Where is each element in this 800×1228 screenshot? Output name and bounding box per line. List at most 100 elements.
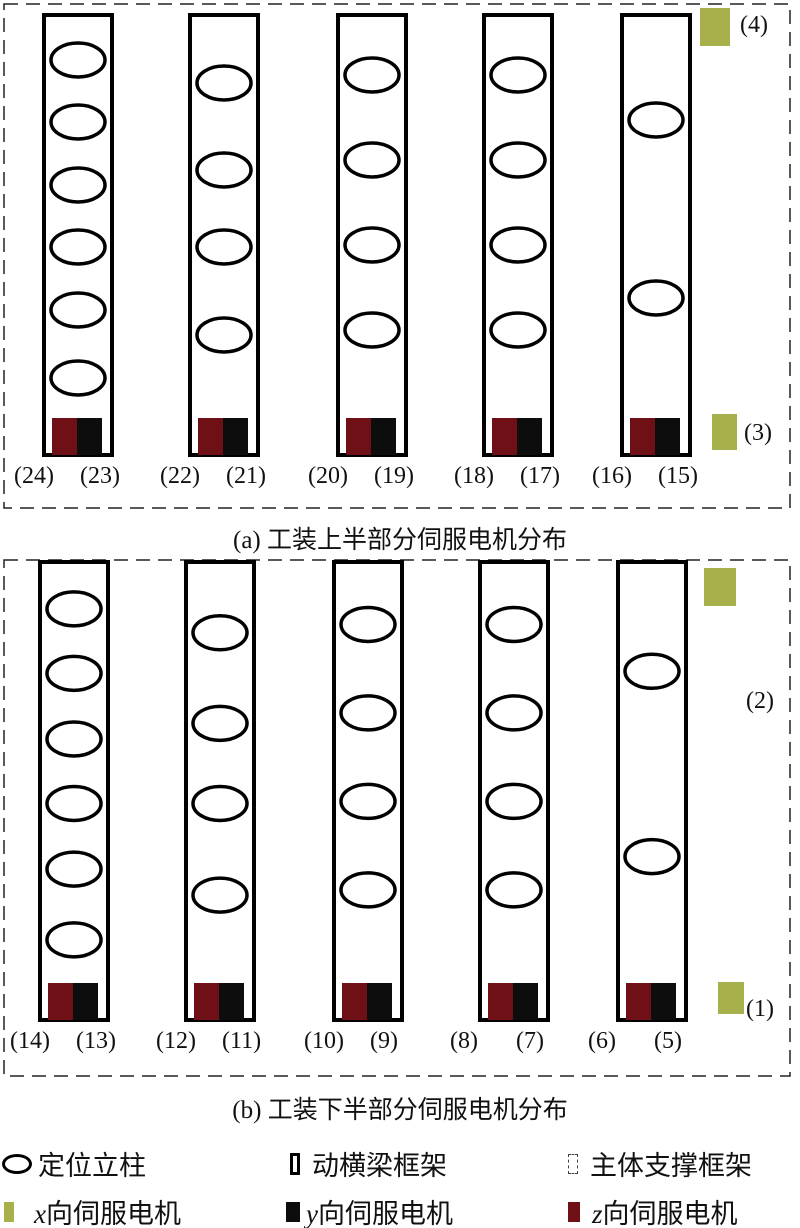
z-axis-label: z xyxy=(592,1199,603,1228)
positioning-column xyxy=(49,166,107,204)
positioning-column xyxy=(339,605,397,644)
x-motor-label: (4) xyxy=(740,12,768,38)
x-axis-label: x xyxy=(34,1199,46,1228)
x-motor-swatch xyxy=(4,1201,14,1222)
caption-a: (a) 工装上半部分伺服电机分布 xyxy=(233,527,567,554)
positioning-column xyxy=(627,101,685,139)
y-axis-label: y xyxy=(306,1199,318,1228)
z-motor xyxy=(342,983,367,1020)
positioning-column xyxy=(49,41,107,79)
z-motor xyxy=(626,983,651,1020)
y-motor xyxy=(367,983,392,1020)
positioning-column xyxy=(343,311,401,349)
positioning-column xyxy=(623,652,681,691)
z-motor xyxy=(198,418,223,455)
y-motor-label: (5) xyxy=(654,1028,682,1054)
positioning-column xyxy=(489,56,547,94)
positioning-column xyxy=(45,590,103,628)
positioning-column xyxy=(339,782,397,821)
z-motor xyxy=(492,418,517,455)
positioning-column xyxy=(45,921,103,959)
positioning-column xyxy=(45,850,103,888)
dashed-frame-icon xyxy=(568,1153,578,1174)
y-motor-label: (21) xyxy=(226,463,266,489)
positioning-column xyxy=(195,151,253,189)
x-motor xyxy=(704,568,736,606)
z-motor-label: (8) xyxy=(450,1028,478,1054)
positioning-column xyxy=(195,64,253,102)
legend-z-motor: z向伺服电机 xyxy=(568,1192,738,1228)
positioning-column xyxy=(489,226,547,264)
legend-beam: 动横梁框架 xyxy=(290,1144,447,1183)
beam-frame xyxy=(38,560,110,1022)
positioning-column xyxy=(45,720,103,758)
y-motor xyxy=(223,418,248,455)
positioning-column xyxy=(45,784,103,823)
legend-support: 主体支撑框架 xyxy=(568,1144,752,1183)
beam-frame xyxy=(616,560,688,1022)
legend-beam-label: 动横梁框架 xyxy=(312,1151,447,1181)
z-motor xyxy=(194,983,219,1020)
positioning-column xyxy=(489,141,547,179)
positioning-column xyxy=(343,56,401,94)
z-motor-label: (12) xyxy=(156,1028,196,1054)
positioning-column xyxy=(623,837,681,876)
z-motor-label: (24) xyxy=(14,463,54,489)
z-motor-label: 向伺服电机 xyxy=(602,1199,738,1228)
legend-column: 定位立柱 xyxy=(2,1144,146,1183)
y-motor xyxy=(517,418,542,455)
positioning-column xyxy=(485,694,543,732)
positioning-column xyxy=(45,654,103,693)
z-motor-label: (16) xyxy=(592,463,632,489)
frame-icon xyxy=(290,1152,300,1175)
legend-y-motor: y向伺服电机 xyxy=(286,1192,453,1228)
positioning-column xyxy=(339,694,397,732)
z-motor-label: (10) xyxy=(304,1028,344,1054)
z-motor xyxy=(630,418,655,455)
legend-support-label: 主体支撑框架 xyxy=(590,1151,752,1181)
positioning-column xyxy=(343,226,401,264)
y-motor xyxy=(73,983,98,1020)
positioning-column xyxy=(191,876,249,914)
z-motor-label: (22) xyxy=(160,463,200,489)
positioning-column xyxy=(191,614,249,652)
y-motor-label: 向伺服电机 xyxy=(317,1199,453,1228)
y-motor-label: (19) xyxy=(374,463,414,489)
x-motor-label: (1) xyxy=(746,996,774,1022)
y-motor-swatch xyxy=(286,1201,300,1222)
positioning-column xyxy=(485,605,543,644)
positioning-column xyxy=(485,871,543,909)
z-motor xyxy=(48,983,73,1020)
y-motor xyxy=(371,418,396,455)
y-motor-label: (17) xyxy=(520,463,560,489)
positioning-column xyxy=(195,316,253,354)
y-motor-label: (9) xyxy=(370,1028,398,1054)
caption-b: (b) 工装下半部分伺服电机分布 xyxy=(232,1097,568,1124)
x-motor-label: (2) xyxy=(746,688,774,714)
y-motor xyxy=(513,983,538,1020)
beam-frame xyxy=(620,13,692,457)
positioning-column xyxy=(49,228,107,266)
positioning-column xyxy=(49,359,107,397)
z-motor-label: (6) xyxy=(588,1028,616,1054)
z-motor-label: (18) xyxy=(454,463,494,489)
z-motor-swatch xyxy=(568,1201,580,1222)
support-frame xyxy=(3,3,791,509)
positioning-column xyxy=(489,311,547,349)
z-motor xyxy=(52,418,77,455)
positioning-column xyxy=(627,279,685,317)
x-motor xyxy=(712,414,737,450)
positioning-column xyxy=(49,291,107,329)
legend-column-label: 定位立柱 xyxy=(38,1151,146,1181)
y-motor xyxy=(651,983,676,1020)
y-motor-label: (7) xyxy=(516,1028,544,1054)
y-motor-label: (13) xyxy=(76,1028,116,1054)
z-motor-label: (14) xyxy=(10,1028,50,1054)
y-motor-label: (15) xyxy=(658,463,698,489)
y-motor-label: (23) xyxy=(80,463,120,489)
y-motor-label: (11) xyxy=(222,1028,262,1054)
y-motor xyxy=(219,983,244,1020)
positioning-column xyxy=(343,141,401,179)
positioning-column xyxy=(339,871,397,909)
